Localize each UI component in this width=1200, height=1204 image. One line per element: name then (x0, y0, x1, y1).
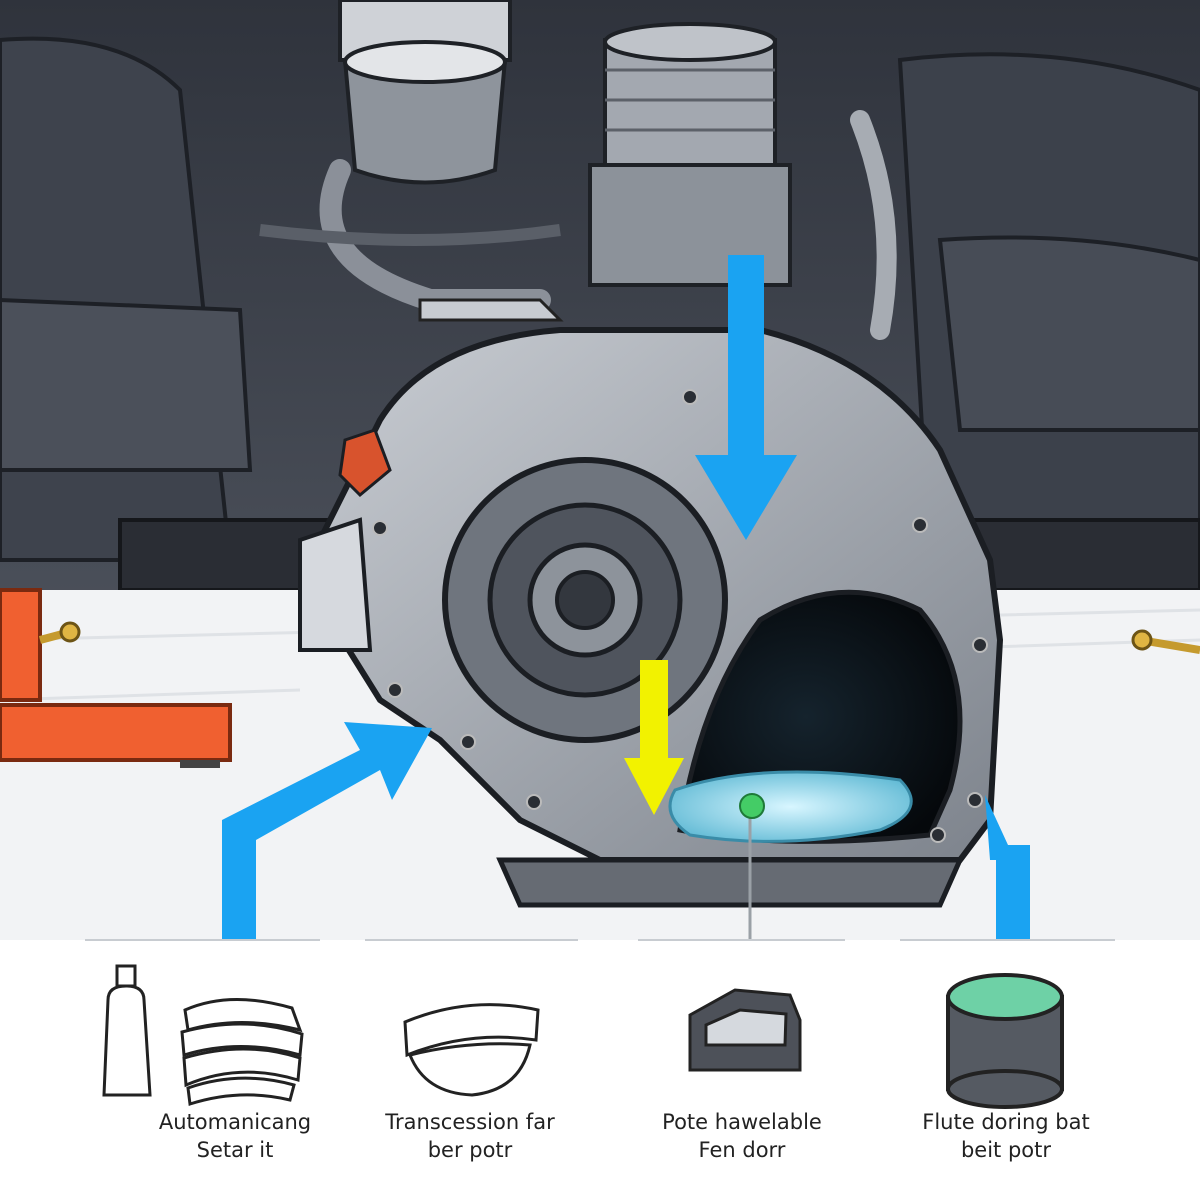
caption-line-1: Transcession far (385, 1110, 555, 1134)
caption-line-1: Flute doring bat (922, 1110, 1090, 1134)
left-bracket (0, 297, 253, 472)
dipstick-marker (739, 793, 765, 940)
return-arrow-left (222, 722, 432, 940)
caption-tool-3: Pote hawelable Fen dorr (642, 1108, 842, 1164)
drain-pan-icon (403, 1003, 540, 1097)
return-arrow-right (985, 795, 1030, 940)
caption-line-2: Setar it (196, 1138, 274, 1162)
spray-bottle-icon (102, 964, 152, 1097)
right-bracket (937, 235, 1200, 432)
caption-tool-2: Transcession far ber potr (370, 1108, 570, 1164)
coolant-hose (319, 159, 551, 311)
converter-tower (588, 22, 792, 287)
vent-cap (338, 428, 392, 498)
transmission-casing (298, 327, 1004, 908)
fill-arrow (695, 255, 797, 540)
filter-pan-icon (688, 988, 802, 1072)
caption-line-2: ber potr (427, 1138, 513, 1162)
drain-arrow (624, 660, 684, 815)
shop-rags-icon (180, 997, 304, 1106)
caption-line-2: beit potr (960, 1138, 1052, 1162)
filter-canister (338, 0, 512, 185)
caption-line-2: Fen dorr (698, 1138, 786, 1162)
caption-line-1: Pote hawelable (662, 1110, 822, 1134)
caption-line-1: Automanicang (158, 1110, 312, 1134)
caption-tool-4: Flute doring bat beit potr (906, 1108, 1106, 1164)
valve-body-cover (298, 517, 373, 652)
transmission-fluid (668, 770, 913, 843)
gasket-roll-icon (946, 973, 1064, 1109)
floor-jack-icon (0, 588, 232, 768)
caption-tool-1: Automanicang Setar it (135, 1108, 335, 1164)
hose-fitting (418, 298, 564, 322)
cooler-line (850, 110, 897, 340)
bolt-icon (1131, 629, 1200, 654)
transmission-oil-pan (496, 857, 964, 908)
